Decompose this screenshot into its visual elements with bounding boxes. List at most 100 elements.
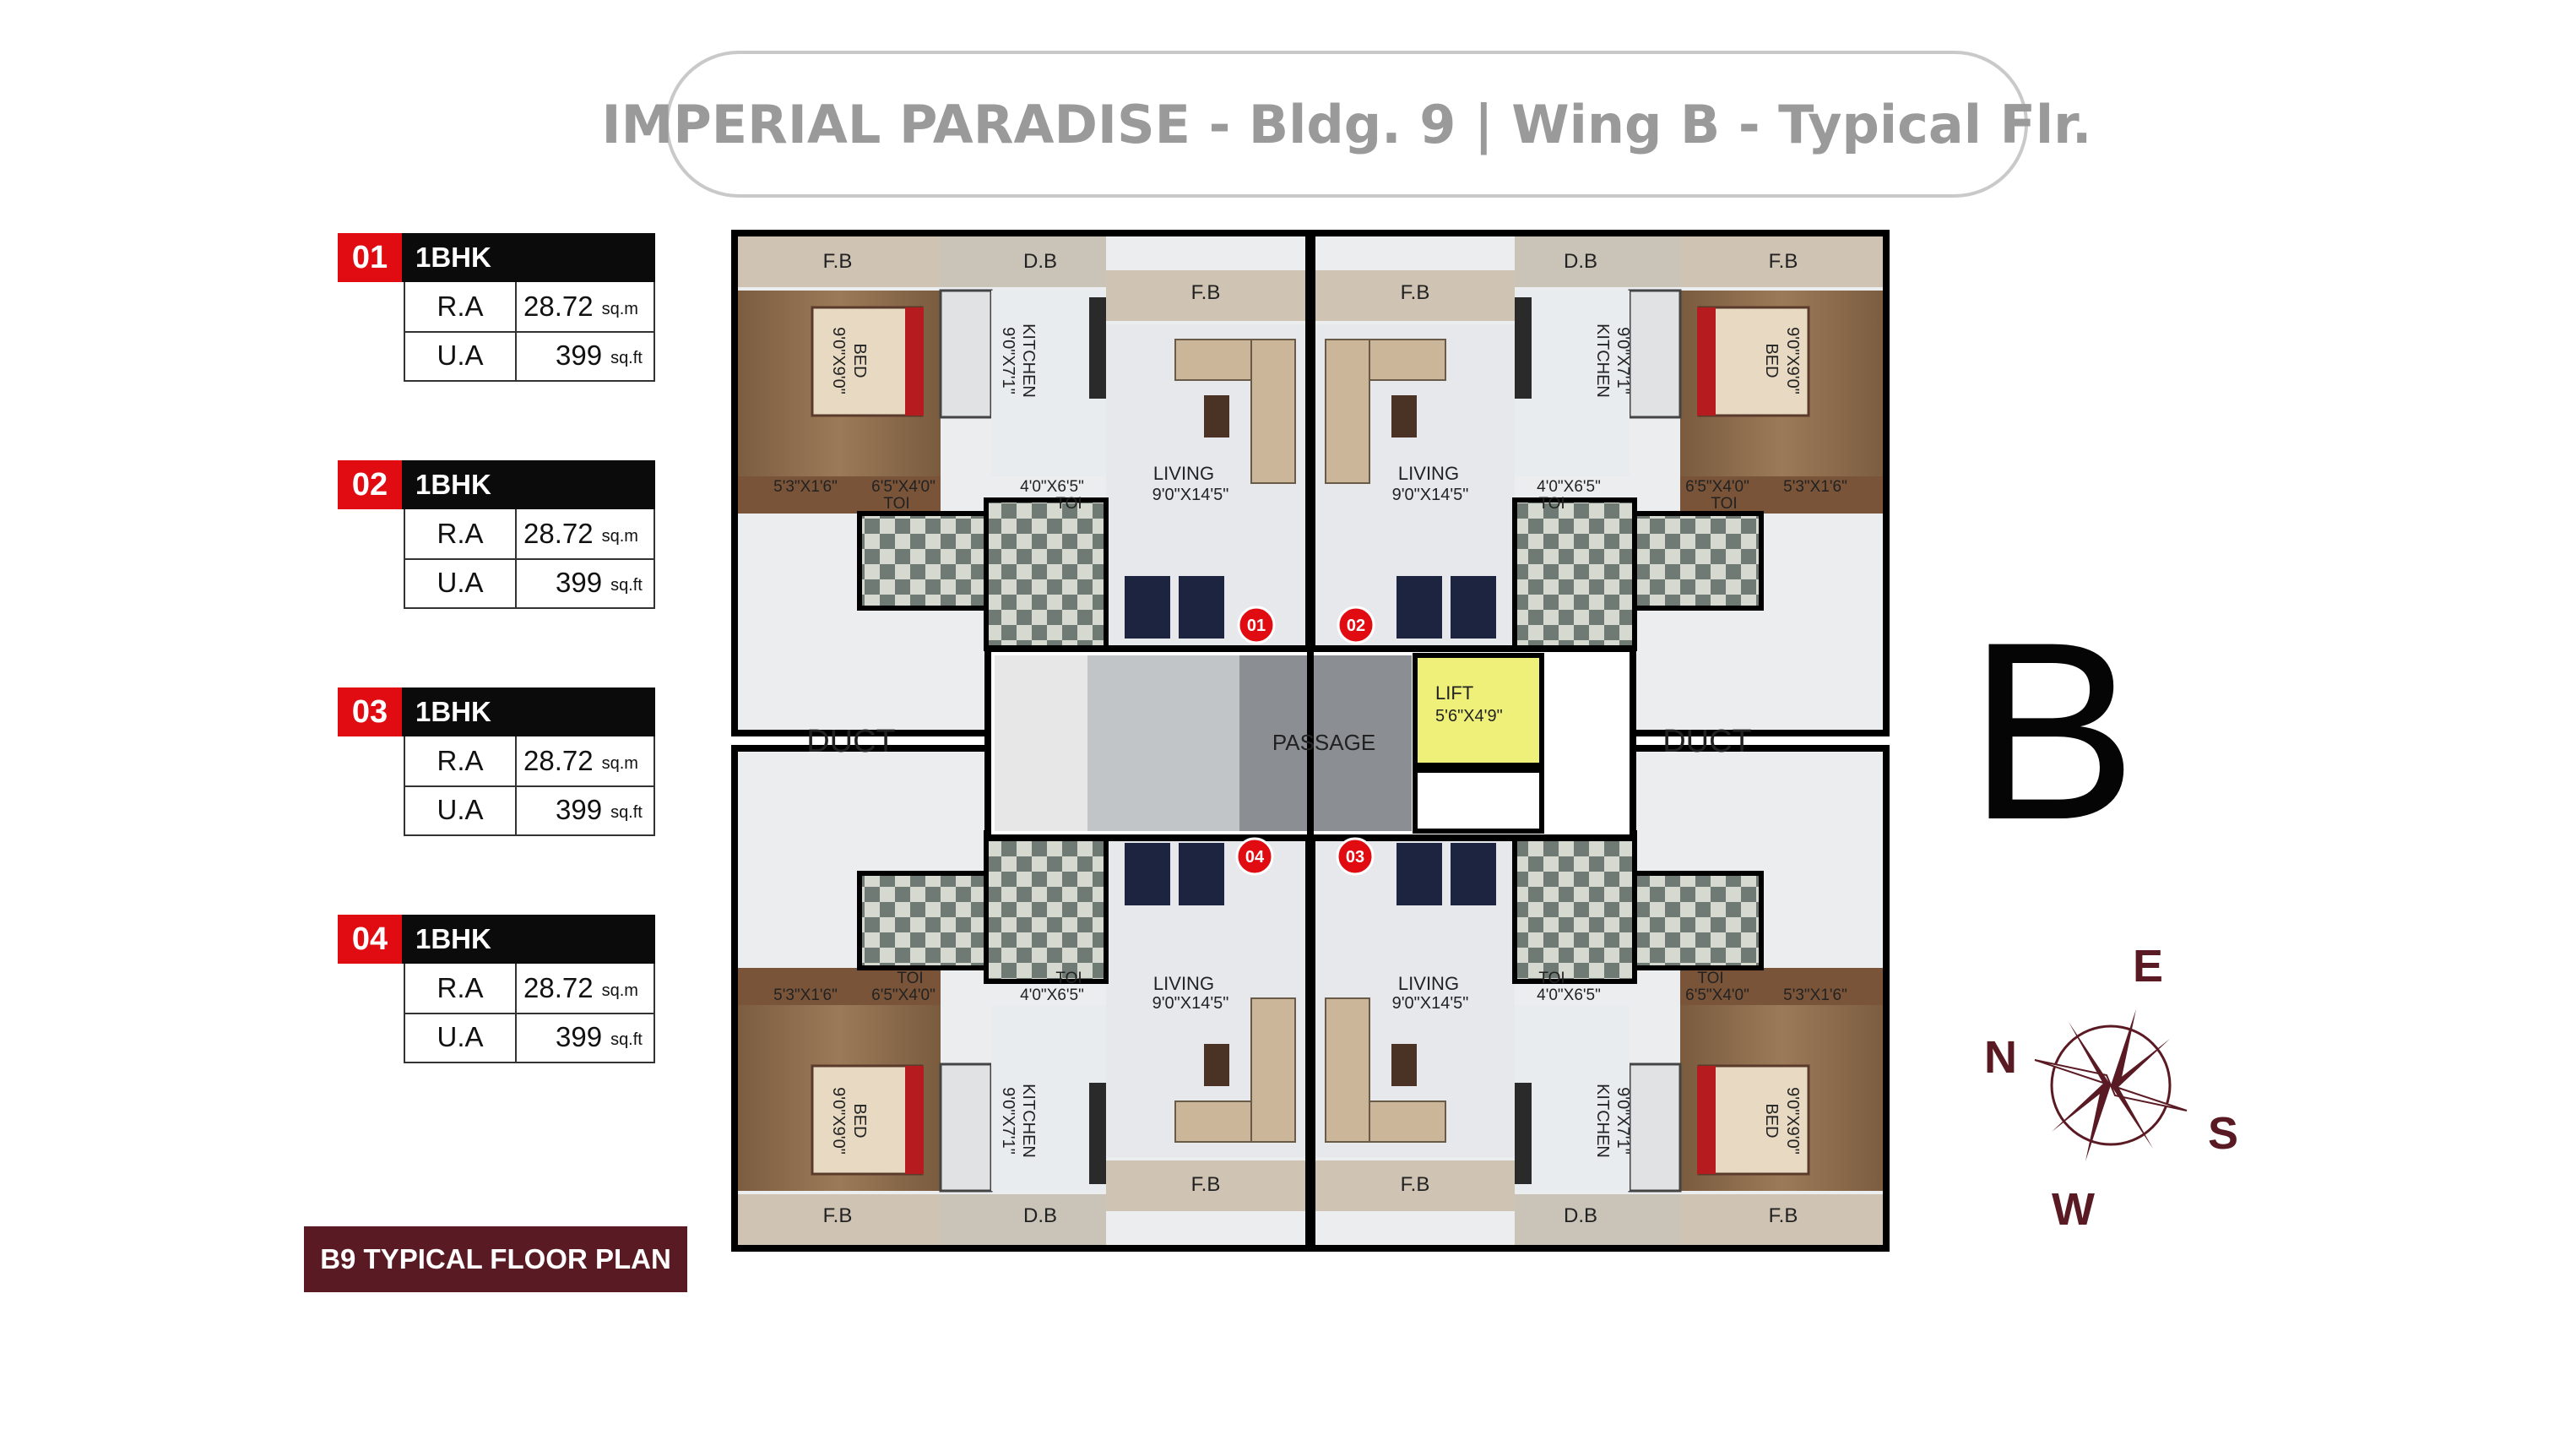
fb-label: F.B [823,250,853,273]
toi-size: 6'5"X4'0" [1685,478,1749,496]
fb-label: F.B [1401,1173,1430,1196]
unit-header: 01 1BHK [338,233,655,282]
compass-needle [2034,1059,2112,1087]
unit-badge-01: 01 [1237,606,1276,644]
ra-label: R.A [405,509,517,558]
unit-number: 01 [338,233,402,282]
passage-floor [1239,655,1412,831]
toi-label: TOI [897,970,923,987]
fb-label: F.B [1401,281,1430,304]
living-label: LIVING [1398,463,1459,484]
unit-header: 04 1BHK [338,915,655,964]
unit-number: 04 [338,915,402,964]
unit-badge-text: 02 [1347,617,1365,635]
toi-label: TOI [883,495,909,513]
compass-needle [2069,1022,2111,1090]
ra-label: R.A [405,736,517,785]
fb-label: F.B [1769,250,1798,273]
toi-label: TOI [1538,495,1565,513]
ua-value: 399 [556,1021,603,1052]
ua-label: U.A [405,1013,517,1062]
ua-value: 399 [556,567,603,598]
ua-value-cell: 399 sq.ft [523,558,643,607]
ra-label: R.A [405,964,517,1013]
bed-label: BED [1762,343,1781,378]
floor-plan-tag: B9 TYPICAL FLOOR PLAN [304,1226,687,1292]
kitchen-label: KITCHEN [1019,1084,1038,1158]
fb-label: F.B [1191,281,1221,304]
toi-size: 4'0"X6'5" [1537,478,1601,496]
compass-needle [2111,1039,2170,1088]
kitchen-size: 9'0"X7'1" [999,327,1017,394]
living-size: 9'0"X14'5" [1152,486,1229,504]
bed-size: 9'0"X9'0" [829,327,848,394]
title-banner: IMPERIAL PARADISE - Bldg. 9 | Wing B - T… [602,51,2091,198]
db-label: D.B [1564,250,1597,273]
unit-badge-03: 03 [1336,837,1375,876]
toi-label: TOI [1055,970,1082,987]
toi-size: 6'5"X4'0" [871,986,935,1004]
ra-unit: sq.m [601,299,638,318]
compass-rose-icon: N E S W [1984,941,2238,1233]
toi-size: 6'5"X4'0" [871,478,935,496]
toi-size: 4'0"X6'5" [1020,478,1084,496]
kitchen-size: 9'0"X7'1" [1613,327,1632,394]
toi-size: 4'0"X6'5" [1020,986,1084,1004]
ua-value: 399 [556,340,603,371]
compass-south: S [2208,1108,2238,1159]
ua-unit: sq.ft [610,348,643,367]
duct-label-left: DUCT [806,724,896,759]
toi-label: TOI [1697,970,1723,987]
ua-value-cell: 399 sq.ft [523,331,643,380]
floor-plan: F.B D.B F.B BED 9'0"X9'0" KITCHEN 9'0"X7… [728,230,1893,1252]
bed-size: 9'0"X9'0" [1783,1087,1802,1155]
compass-needle [2111,1009,2136,1085]
living-label: LIVING [1153,463,1214,484]
toi-label: TOI [1538,970,1565,987]
passage-label: PASSAGE [1272,730,1375,755]
kitchen-label: KITCHEN [1593,323,1612,398]
bed-label: BED [1762,1103,1781,1138]
fb-label: F.B [823,1204,853,1227]
compass-needle [2052,1083,2111,1132]
db-label: D.B [1023,1204,1057,1227]
compass-needle [2085,1085,2111,1161]
living-size: 9'0"X14'5" [1392,994,1469,1013]
unit-type: 1BHK [415,923,491,954]
ra-value: 28.72 [523,745,594,776]
bed-label: BED [850,343,869,378]
kitchen-label: KITCHEN [1019,323,1038,398]
ra-value: 28.72 [523,518,594,549]
bed-size: 9'0"X9'0" [1783,327,1802,394]
toi-size: 4'0"X6'5" [1537,986,1601,1004]
ua-label: U.A [405,331,517,380]
kitchen-size: 9'0"X7'1" [1613,1087,1632,1155]
ra-value: 28.72 [523,972,594,1003]
staircase [1087,655,1239,831]
balcony-size: 5'3"X1'6" [1783,478,1847,496]
unit-badge-02: 02 [1337,606,1375,644]
toi-size: 6'5"X4'0" [1685,986,1749,1004]
ua-value: 399 [556,794,603,825]
page-title: IMPERIAL PARADISE - Bldg. 9 | Wing B - T… [601,93,2092,155]
ua-unit: sq.ft [610,575,643,595]
db-label: D.B [1564,1204,1597,1227]
stair-landing [995,655,1087,831]
lift-shaft [1413,653,1544,768]
kitchen-label: KITCHEN [1593,1084,1612,1158]
